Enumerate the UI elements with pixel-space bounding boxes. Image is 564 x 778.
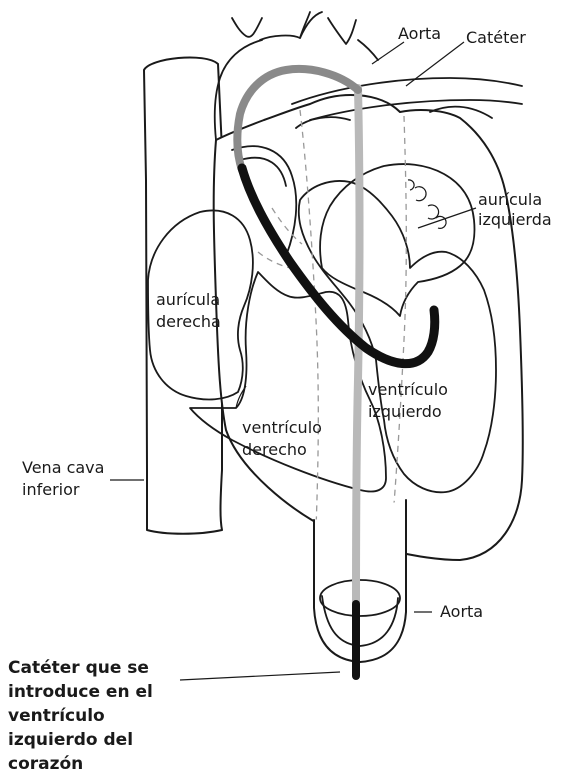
caption-line-4: izquierdo del: [8, 728, 183, 752]
caption-line-2: introduce en el: [8, 680, 183, 704]
caption-line-3: ventrículo: [8, 704, 183, 728]
label-vena-cava-1: Vena cava: [22, 458, 104, 478]
label-ventriculo-izquierdo-2: izquierdo: [368, 402, 442, 422]
caption-line-1: Catéter que se: [8, 656, 183, 680]
label-ventriculo-derecho-1: ventrículo: [242, 418, 322, 438]
label-auricula-derecha-2: derecha: [156, 312, 221, 332]
caption: Catéter que se introduce en el ventrícul…: [8, 656, 183, 776]
label-auricula-izquierda-1: aurícula: [478, 190, 542, 210]
caption-line-5: corazón: [8, 752, 183, 776]
label-auricula-derecha-1: aurícula: [156, 290, 220, 310]
label-aorta-top: Aorta: [398, 24, 441, 44]
caption-line-4-bold: izquierdo: [8, 730, 98, 750]
label-aorta-bottom: Aorta: [440, 602, 483, 622]
label-cateter-top: Catéter: [466, 28, 526, 48]
label-vena-cava-2: inferior: [22, 480, 79, 500]
label-ventriculo-derecho-2: derecho: [242, 440, 307, 460]
label-auricula-izquierda-2: izquierda: [478, 210, 552, 230]
label-ventriculo-izquierdo-1: ventrículo: [368, 380, 448, 400]
heart-body: [214, 95, 523, 560]
caption-line-4-normal: del: [98, 730, 133, 750]
